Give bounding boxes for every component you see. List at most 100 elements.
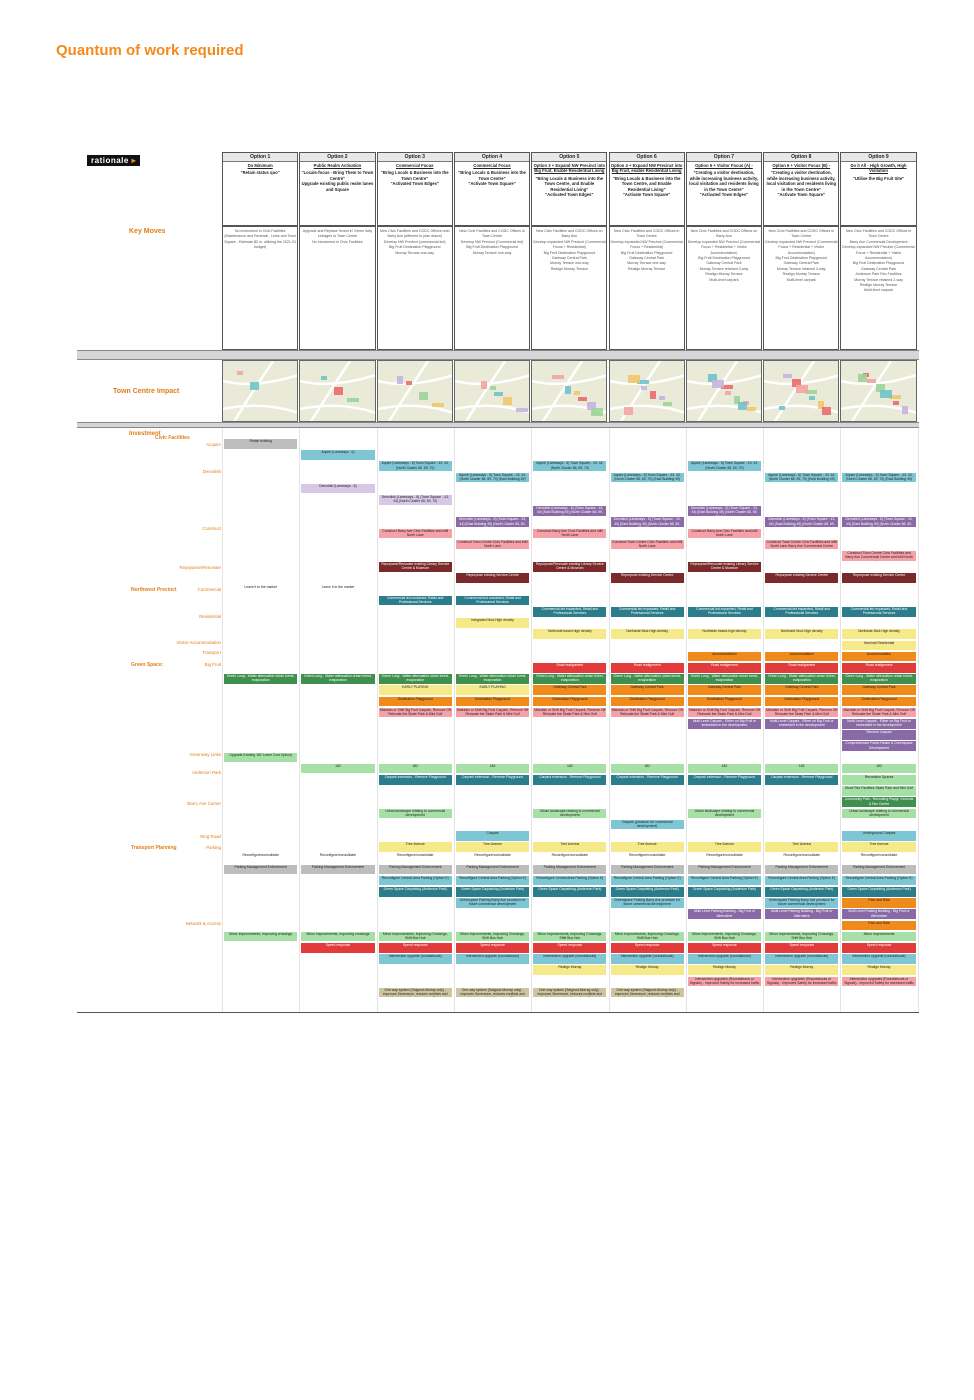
investment-cell: Construct Town Centre Civic Facilities a… [455,539,530,550]
map-zone [876,384,886,392]
investment-cell: Green Lung - Water attenuation urban for… [533,674,607,684]
investment-cell: Intersection upgrade (roundabouts) [378,954,452,964]
investment-cell: Intersection upgrade (roundabouts) [533,954,607,964]
option-description: "Utilise the Big Fruit Site" [852,175,905,181]
column-divider [917,428,919,1012]
map-zone [649,391,656,399]
investment-cell: Road realignment [842,663,916,673]
investment-cell: 182 [610,763,684,774]
column-divider [763,428,765,1012]
investment-cell: Road realignment [687,663,762,673]
investment-cell: Realign Murray [610,965,684,976]
map-graphic [532,361,607,421]
option-heading: Option 4 [454,153,530,162]
map-roads [841,361,916,421]
key-moves-cell: New Civic Facilities and CODC Offices in… [763,226,840,350]
investment-cell: Demolish (Laneways - 6) (Town Square - 4… [687,506,762,516]
town-centre-map-3 [376,360,453,422]
investment-cell: Realign Murray [687,965,762,976]
row-label-bigfruit: Big Fruit [204,662,221,667]
investment-cell: Tree Avenue [533,842,607,852]
investment-cell: Urban landscape relating to commercial d… [687,808,762,819]
map-zone [502,397,512,405]
investment-cell: Green Lung - Water attenuation urban for… [687,674,762,684]
option-description: "Retain status quo" [240,170,280,176]
investment-cell: Nominal Residential [842,640,916,651]
investment-cell: Tree Avenue [687,842,762,852]
investment-cell: Green Lung - Water attenuation urban for… [301,674,375,684]
row-label-barry: Barry Ave Corner [187,801,221,806]
investment-cell: Aquire (Laneways - 6) [301,450,375,460]
map-zone [796,385,809,393]
investment-cell: Demolish (Laneways - 6) (Town Square - 4… [378,495,452,505]
row-label-acquire: Acquire [206,442,221,447]
map-background [377,361,452,421]
row-label-demolish: Demolish [202,469,221,474]
investment-cell: Greenspace Parking Barry Ave provision f… [765,898,839,908]
investment-cell: Reconfigure/consolidate [224,853,298,864]
map-zone [623,407,633,415]
map-zone [237,371,243,375]
investment-cell: Move Rec Facilities Skate Park and Mini … [842,786,916,796]
map-zone [515,408,528,412]
column-divider [531,428,533,1012]
investment-cell: Realign Murray [765,965,839,976]
option-heading: Option 8 [764,153,839,162]
investment-label: Investment [129,431,161,437]
investment-cell: Tree Avenue [842,842,916,852]
map-graphic [300,361,375,421]
investment-cell: Destination Playground [533,696,607,707]
investment-cell: Intersection upgrade (roundabouts) [842,954,916,964]
investment-cell: Destination Playground [378,696,452,707]
investment-cell: Reconfigure Central Area Parking (Option… [687,875,762,886]
investment-cell: Reconfigure/consolidate [610,853,684,864]
option-description: "Bring Locals & Business into the Town C… [612,175,681,198]
investment-cell: Speed response [455,943,530,953]
column-divider [608,428,610,1012]
investment-cell: Accommodation [842,651,916,662]
column-divider [299,428,301,1012]
investment-cell: Parking Management Enforcement [533,864,607,875]
investment-cell: Demolish (Laneways - 6) (Town Square - 4… [533,506,607,516]
investment-cell: Accommodation [765,651,839,662]
investment-cell: Intersection upgrade (roundabouts) [765,954,839,964]
investment-cell: Carpark extension - Remove Playground [533,775,607,785]
map-zone [792,379,802,387]
investment-cell: Commercial led contained, Retail and Pro… [455,595,530,606]
map-zone [587,402,597,410]
investment-cell: Leave it to the market [224,584,298,595]
investment-cell: Parking Management Enforcement [224,864,298,875]
map-graphic [764,361,839,421]
investment-cell: Commercial led expanded, Retail and Prof… [765,607,839,617]
map-roads [377,361,452,421]
investment-cell: Reconfigure/consolidate [533,853,607,864]
investment-cell: Multi Level Parking Building - Big Fruit… [765,909,839,920]
investment-cell: Minor Improvements, Improving Crossings,… [765,931,839,942]
row-label-anderson: Anderson Park [191,770,221,775]
map-zone [818,401,825,409]
investment-cell: Minor Improvements, Improving Crossings,… [533,931,607,942]
option-name: Commercial Focus [396,163,434,168]
investment-cell: One way system (Saigood-Murray only) - i… [455,987,530,998]
investment-cell: Aquire (Laneways - 6) Town Square - 43, … [842,472,916,483]
logo-text: rationale [91,156,129,165]
investment-cell: Tree Avenue [378,842,452,852]
investment-cell: Green Space Carparking (Anderson Park) [378,887,452,897]
option-description: "Bring Locals & Business into the Town C… [535,175,604,198]
investment-cell: Destination Playground [842,696,916,707]
investment-cell: Green Lung - Water attenuation urban for… [610,674,684,684]
investment-cell: One way system (Saigood-Murray only) - i… [533,987,607,998]
investment-cell: Green Space Carparking (Anderson Park) [842,887,916,897]
investment-cell: Green Lung - Water attenuation urban for… [378,674,452,684]
map-background [454,361,530,421]
investment-cell: Carpark extension - Remove Playground [610,775,684,785]
map-zone [720,385,733,389]
investment-cell: Reconfigure Central Area Parking (Option… [533,875,607,886]
investment-cell: Underground Carpark [842,831,916,841]
row-label-parking: Parking [206,845,221,850]
investment-cell: Reconfigure/consolidate [687,853,762,864]
map-zone [733,396,740,404]
investment-cell: Construct Town Centre Civic Facilities a… [765,539,839,550]
